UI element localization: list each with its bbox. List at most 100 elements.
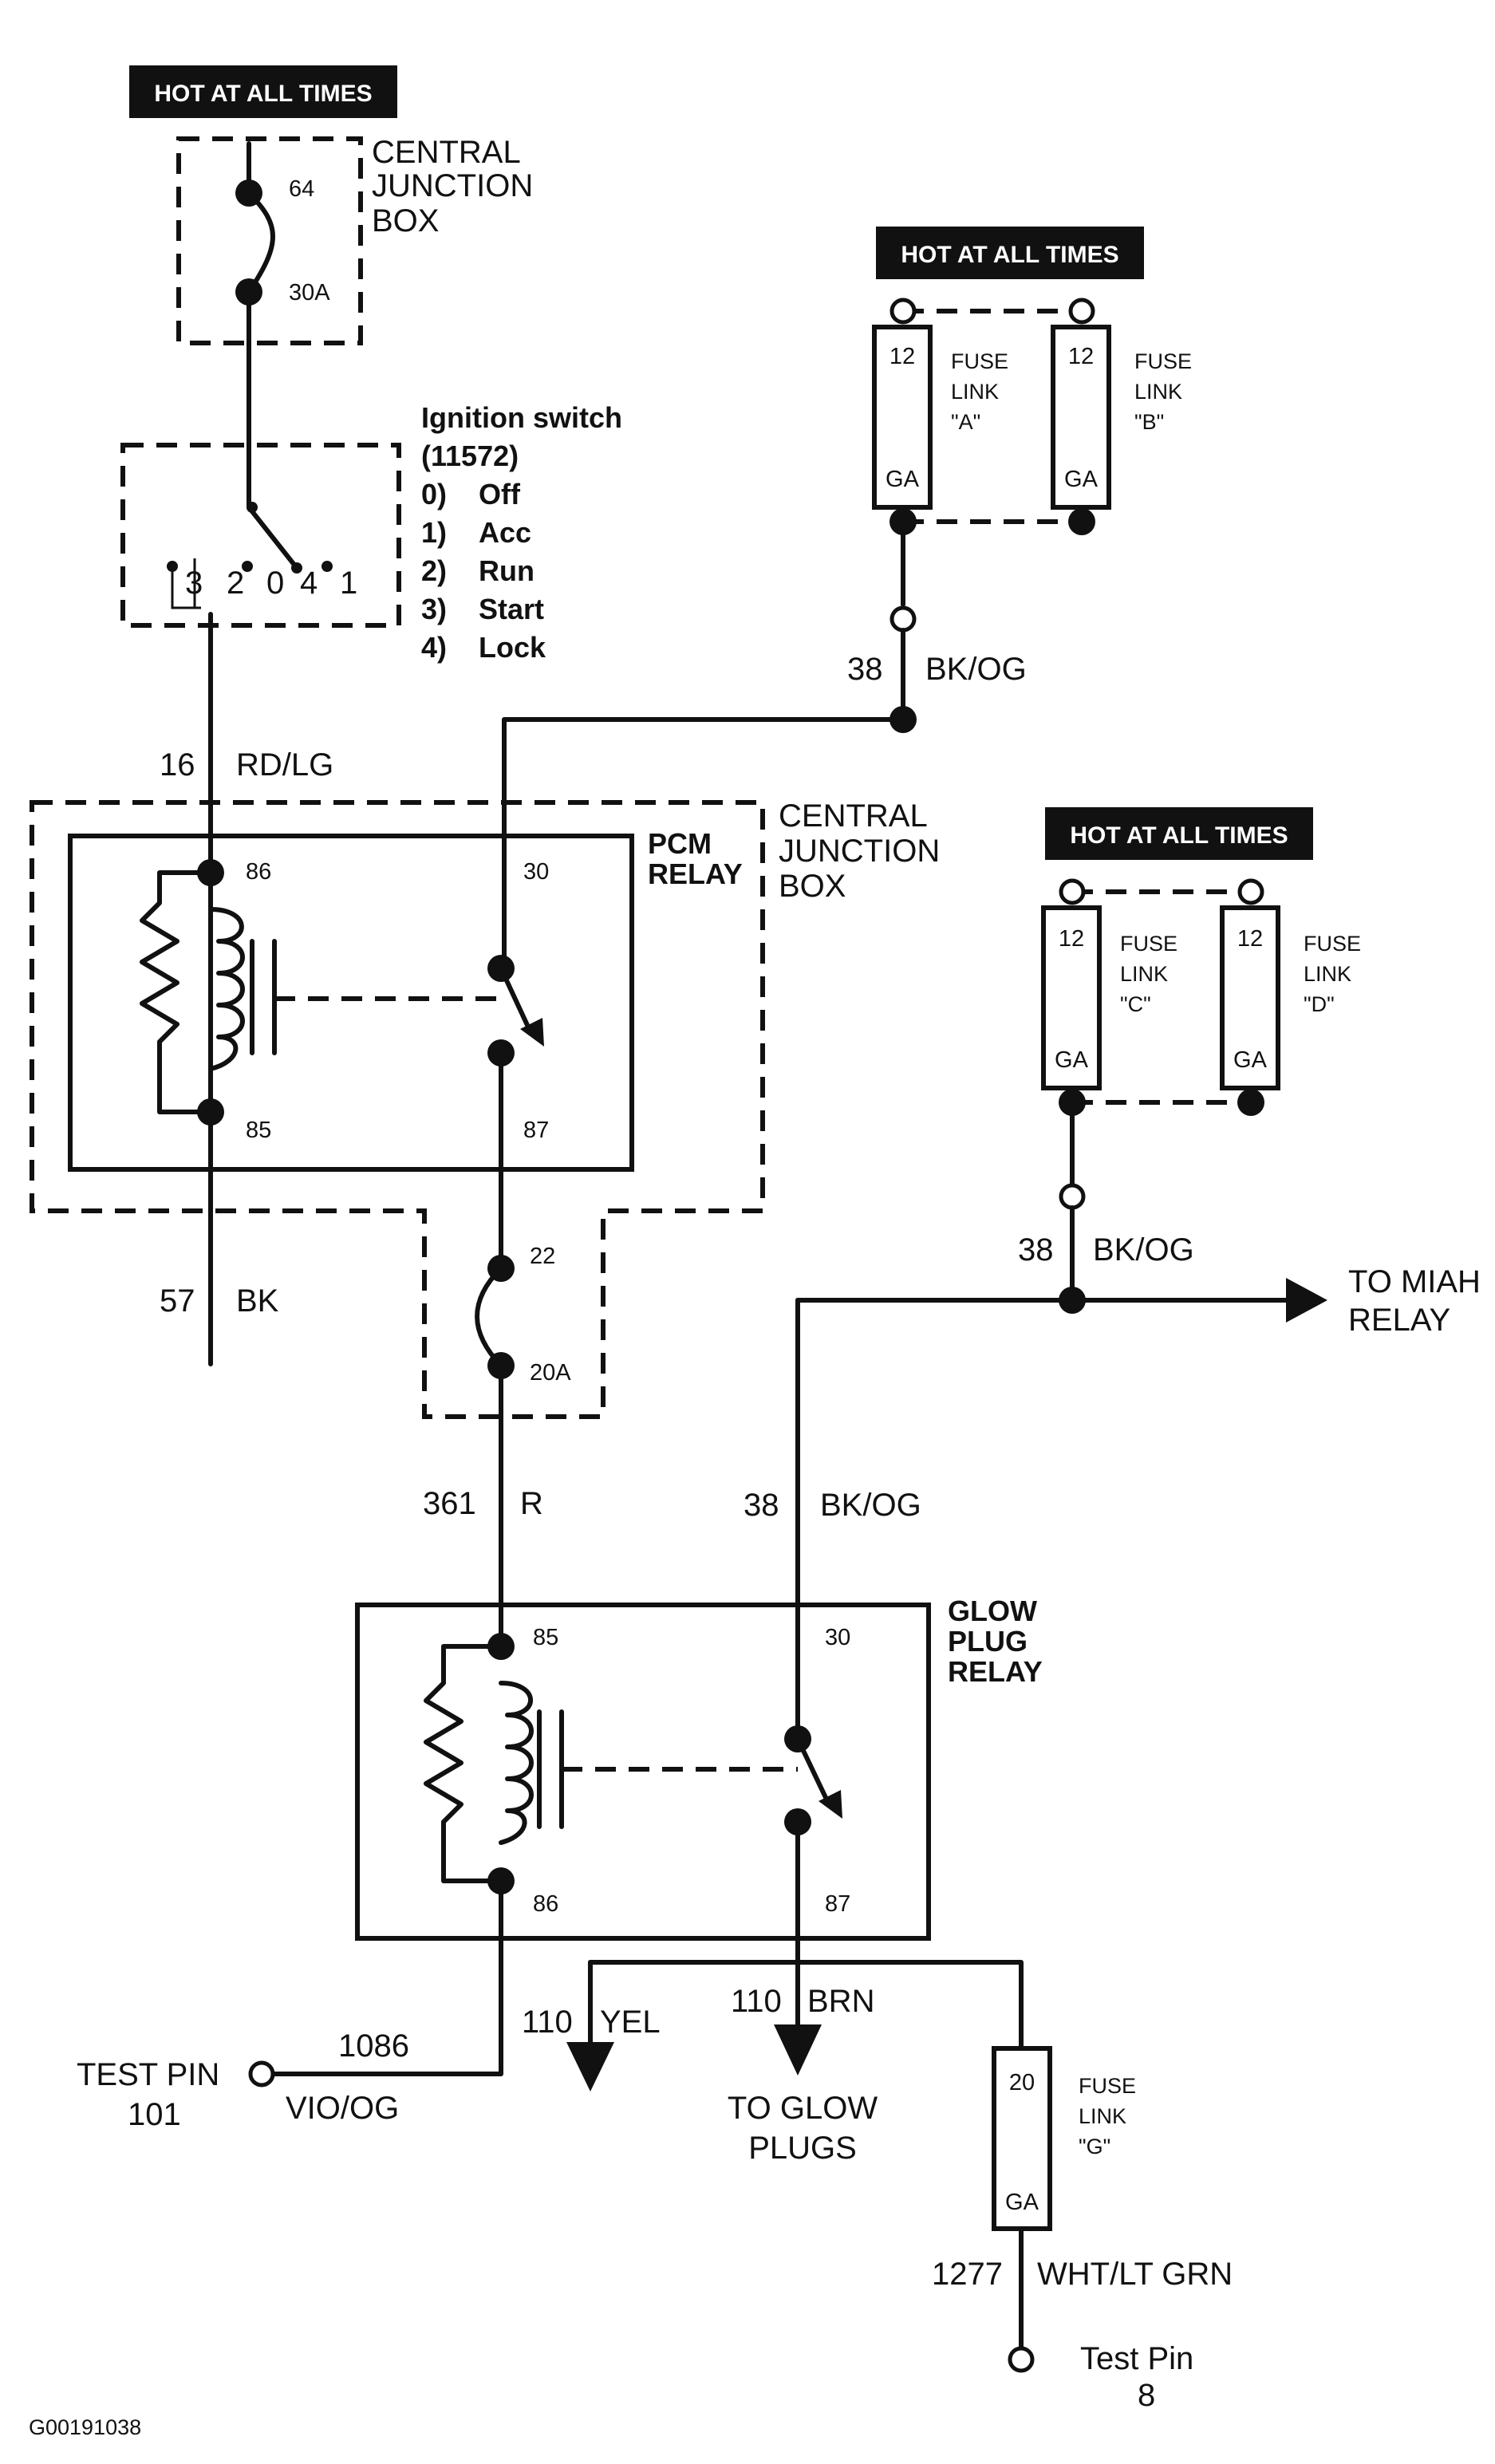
fuse-link-label: FUSE [1120, 932, 1177, 956]
fuse-link-label: LINK [1134, 380, 1182, 404]
switch-terminal: 1 [340, 566, 357, 601]
box-title: BOX [372, 203, 439, 239]
gauge-number: 20 [1009, 2070, 1035, 2095]
wire-color: BK/OG [925, 652, 1027, 687]
gauge-label: GA [1064, 467, 1099, 492]
ignition-part: (11572) [421, 440, 519, 472]
switch-terminal: 3 [185, 566, 203, 601]
fuse-link-label: "A" [951, 410, 980, 434]
test-pin-label: TEST PIN [77, 2057, 219, 2092]
miah-label: TO MIAH [1348, 1264, 1481, 1299]
position-num: 2) [421, 554, 447, 587]
wire-number: 1086 [338, 2028, 409, 2064]
box-title: CENTRAL [372, 135, 521, 170]
fuse-link-label: FUSE [1134, 349, 1192, 373]
pcm-relay: 86 85 30 87 PCM RELAY [68, 827, 743, 1271]
fuse-link-label: LINK [1304, 962, 1351, 986]
wire-color: YEL [600, 2005, 661, 2040]
fuse-link-label: LINK [951, 380, 999, 404]
gauge-label: GA [1233, 1047, 1268, 1073]
header-text: HOT AT ALL TIMES [901, 242, 1118, 268]
relay-pin: 86 [246, 859, 271, 885]
position-num: 3) [421, 593, 447, 625]
wire-1277-wht-lt-grn: 1277 WHT/LT GRN Test Pin 8 [932, 2226, 1233, 2413]
relay-pin: 87 [825, 1891, 850, 1917]
wire-16-rd-lg: 16 RD/LG [160, 612, 333, 1366]
wire-1086-vio-og: 1086 VIO/OG TEST PIN 101 [77, 1879, 503, 2132]
wire-color: BK/OG [1093, 1232, 1194, 1267]
relay-title: RELAY [648, 857, 743, 890]
wire-color: R [520, 1486, 543, 1521]
box-title: CENTRAL [779, 798, 928, 834]
hot-at-all-times-header-3: HOT AT ALL TIMES [1045, 807, 1313, 860]
header-text: HOT AT ALL TIMES [154, 81, 372, 107]
ignition-switch: 3 2 0 4 1 Ignition switch (11572) 0) Off… [120, 401, 622, 664]
relay-title: PCM [648, 827, 712, 860]
fuse-link-g: 20 GA FUSE LINK "G" [992, 2046, 1136, 2231]
wire-number: 57 [160, 1283, 195, 1319]
wire-color: BK [236, 1283, 279, 1319]
relay-pin: 87 [523, 1118, 549, 1143]
fuse-link-label: FUSE [951, 349, 1008, 373]
relay-title: GLOW [948, 1595, 1037, 1627]
gauge-label: GA [1055, 1047, 1089, 1073]
wire-number: 16 [160, 747, 195, 783]
test-pin-label: Test Pin [1080, 2341, 1193, 2376]
position-name: Acc [479, 516, 531, 549]
fuse-rating: 20A [530, 1360, 571, 1386]
gauge-number: 12 [890, 344, 915, 369]
position-num: 4) [421, 631, 447, 664]
relay-pin: 85 [246, 1118, 271, 1143]
fuse-number: 22 [530, 1244, 555, 1269]
relay-title: RELAY [948, 1655, 1043, 1688]
relay-pin: 86 [533, 1891, 558, 1917]
header-text: HOT AT ALL TIMES [1070, 822, 1288, 849]
fuse-link-label: FUSE [1079, 2074, 1136, 2098]
box-title: BOX [779, 869, 846, 904]
switch-terminal: 2 [227, 566, 244, 601]
wire-38-bk-og-lower: 38 BK/OG 38 BK/OG TO MIAH RELAY [744, 1100, 1481, 1735]
wire-color: RD/LG [236, 747, 333, 783]
glow-plugs-label: TO GLOW [728, 2091, 878, 2126]
gauge-number: 12 [1068, 344, 1094, 369]
wire-number: 361 [423, 1486, 476, 1521]
fuse-link-label: "C" [1120, 992, 1151, 1016]
wire-38-bk-og-top: 38 BK/OG [502, 519, 1027, 971]
hot-at-all-times-header-2: HOT AT ALL TIMES [876, 227, 1144, 279]
gauge-label: GA [886, 467, 920, 492]
ignition-title: Ignition switch [421, 401, 622, 434]
box-title: JUNCTION [779, 834, 940, 869]
switch-terminal: 0 [266, 566, 284, 601]
fuse-rating: 30A [289, 280, 330, 306]
glow-plugs-label: PLUGS [748, 2131, 857, 2166]
position-name: Run [479, 554, 534, 587]
wire-57-bk: 57 BK [160, 1283, 279, 1319]
fuse-link-label: LINK [1120, 962, 1168, 986]
wire-color: WHT/LT GRN [1037, 2257, 1233, 2292]
glow-plug-relay: 85 86 30 87 GLOW PLUG RELAY [355, 1595, 1043, 1941]
position-name: Off [479, 478, 521, 511]
wire-number: 38 [744, 1488, 779, 1523]
wire-number: 38 [847, 652, 883, 687]
wire-color: BRN [807, 1984, 874, 2019]
fuse-links-a-b: 12 GA 12 GA FUSE LINK "A" FUSE LINK "B" [872, 298, 1192, 535]
relay-pin: 30 [523, 859, 549, 885]
position-name: Lock [479, 631, 546, 664]
central-junction-box-mid: CENTRAL JUNCTION BOX [30, 798, 940, 1419]
switch-terminal: 4 [300, 566, 318, 601]
wire-number: 1277 [932, 2257, 1003, 2292]
fuse-link-label: "D" [1304, 992, 1335, 1016]
miah-label: RELAY [1348, 1303, 1450, 1338]
fuse-link-label: LINK [1079, 2104, 1126, 2128]
wire-361-r: 361 R [423, 1486, 543, 1521]
relay-pin: 30 [825, 1625, 850, 1650]
gauge-number: 12 [1237, 926, 1263, 952]
gauge-label: GA [1005, 2190, 1039, 2215]
relay-pin: 85 [533, 1625, 558, 1650]
position-name: Start [479, 593, 544, 625]
glow-relay-outputs: 110 YEL 110 BRN TO GLOW PLUGS [522, 1819, 1024, 2166]
position-num: 0) [421, 478, 447, 511]
test-pin-label: 101 [128, 2097, 181, 2132]
figure-id: G00191038 [29, 2415, 141, 2439]
